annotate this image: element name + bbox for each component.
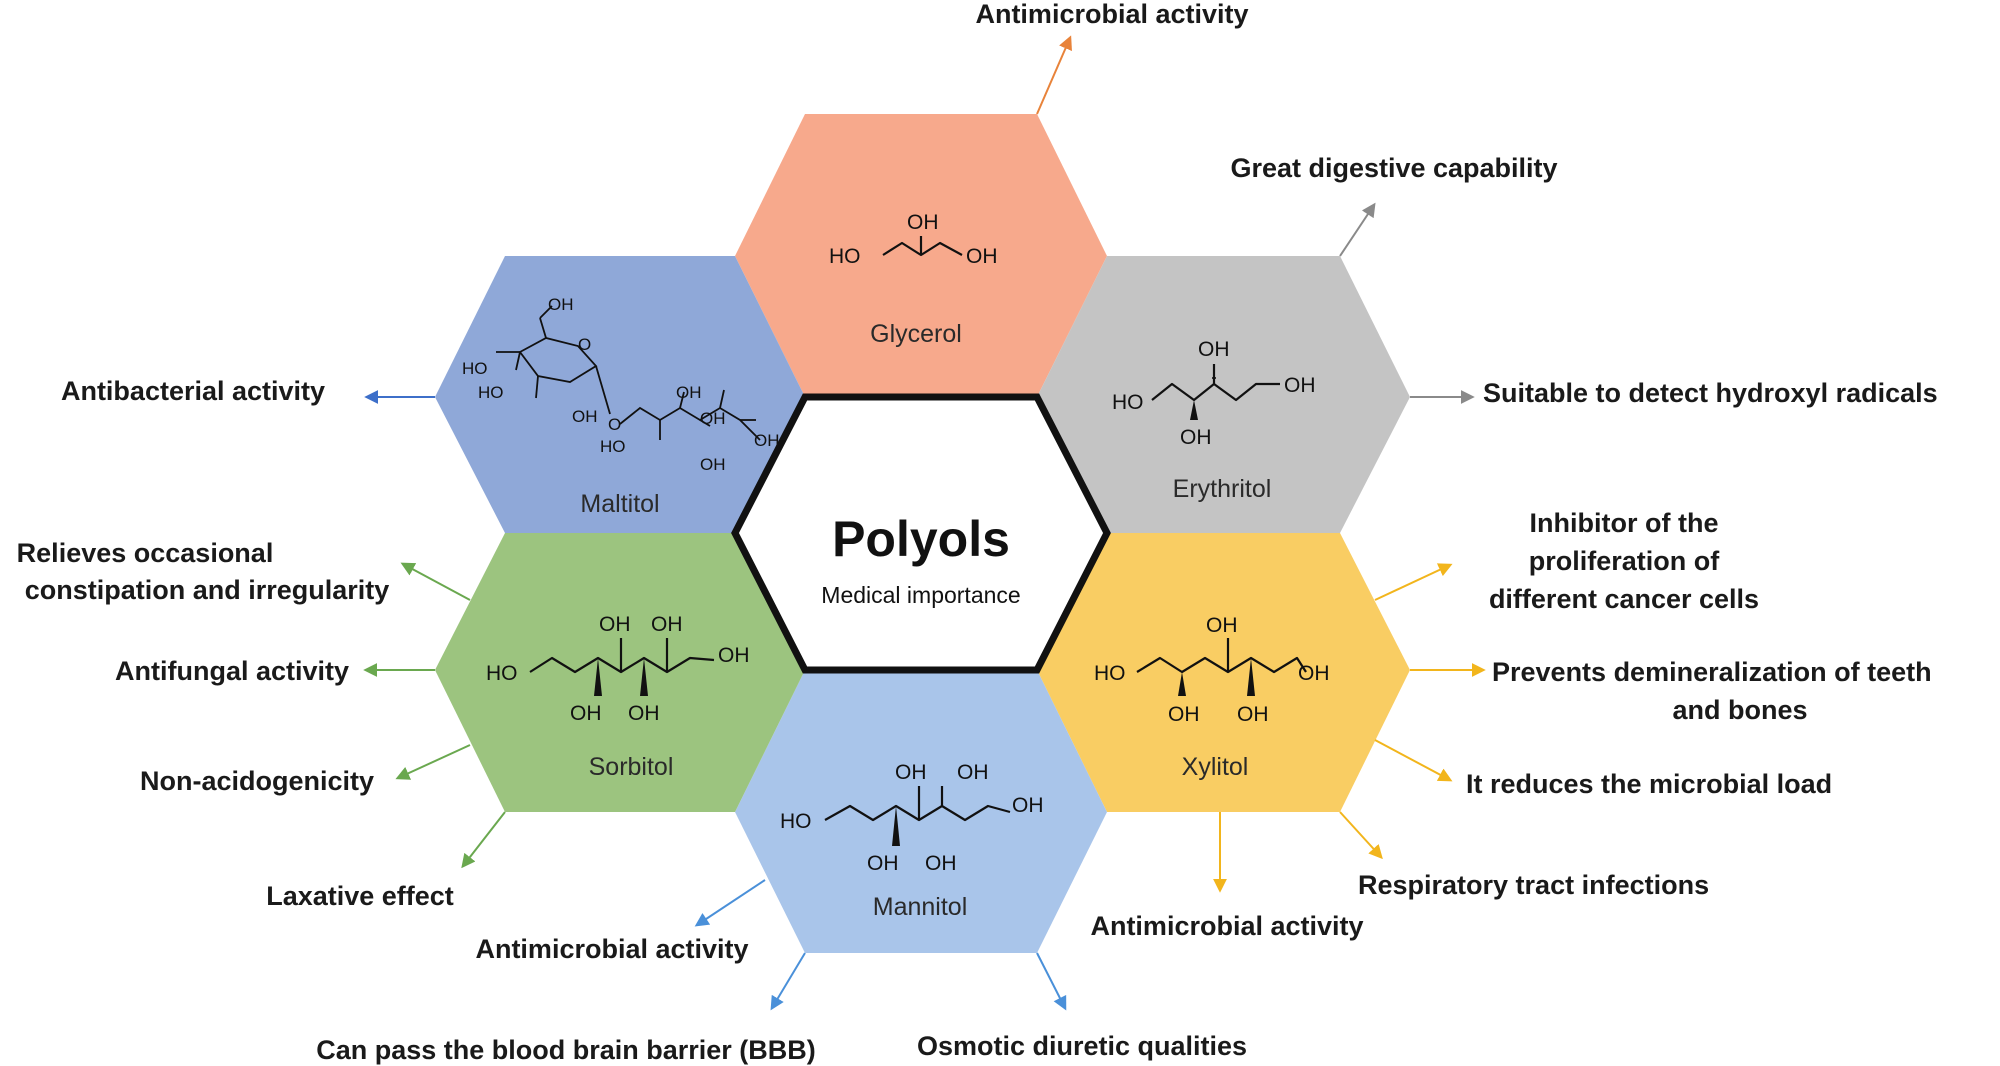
arrow-sorbitol-1 [400, 562, 471, 601]
svg-text:OH: OH [599, 613, 631, 636]
hexagon-name-glycerol: Glycerol [870, 320, 962, 348]
hexagon-center [731, 393, 1111, 674]
svg-text:OH: OH [570, 702, 602, 725]
label-xylitol-1a: Inhibitor of the [1530, 508, 1719, 538]
svg-text:OH: OH [700, 455, 726, 474]
svg-text:OH: OH [754, 431, 780, 450]
label-sorbitol-3: Non-acidogenicity [140, 766, 374, 796]
svg-text:OH: OH [700, 409, 726, 428]
labels: Antimicrobial activity Great digestive c… [17, 0, 1938, 1065]
structure-erythritol: HO OH OH OH [1112, 338, 1316, 449]
structure-maltitol: OH HO HO OH O O OH OH OH HO OH [462, 295, 780, 474]
arrow-erythritol-1 [1339, 202, 1376, 257]
hexagon-name-sorbitol: Sorbitol [589, 753, 674, 781]
label-xylitol-1c: different cancer cells [1489, 584, 1759, 614]
svg-text:O: O [608, 415, 621, 434]
arrow-xylitol-4 [1339, 811, 1383, 860]
svg-text:OH: OH [651, 613, 683, 636]
label-mannitol-2: Can pass the blood brain barrier (BBB) [316, 1035, 816, 1065]
hexagon-name-maltitol: Maltitol [580, 490, 659, 518]
structure-xylitol: HO OH OH OH OH [1094, 614, 1330, 726]
svg-text:OH: OH [1206, 614, 1238, 637]
arrow-glycerol-1 [1036, 35, 1072, 115]
hexagon-erythritol [1037, 256, 1410, 533]
svg-text:OH: OH [907, 211, 939, 234]
svg-text:O: O [578, 335, 591, 354]
label-erythritol-1: Great digestive capability [1230, 153, 1557, 183]
center-title: Polyols [832, 511, 1010, 567]
hexagon-mannitol [735, 670, 1107, 953]
structure-sorbitol: HO OH OH OH OH OH [486, 613, 750, 725]
svg-text:OH: OH [895, 761, 927, 784]
arrow-mannitol-1 [694, 879, 766, 927]
arrow-sorbitol-4 [461, 811, 506, 869]
svg-text:HO: HO [478, 383, 504, 402]
svg-text:HO: HO [780, 810, 812, 833]
label-xylitol-1b: proliferation of [1529, 546, 1720, 576]
svg-text:OH: OH [628, 702, 660, 725]
svg-text:HO: HO [486, 662, 518, 685]
svg-text:OH: OH [676, 383, 702, 402]
svg-text:OH: OH [548, 295, 574, 314]
svg-text:OH: OH [925, 852, 957, 875]
arrow-mannitol-2 [770, 952, 806, 1011]
svg-text:OH: OH [1284, 374, 1316, 397]
label-sorbitol-1b: constipation and irregularity [25, 575, 390, 605]
arrow-mannitol-3 [1036, 952, 1067, 1011]
svg-text:HO: HO [829, 245, 861, 268]
svg-text:OH: OH [1237, 703, 1269, 726]
svg-text:OH: OH [572, 407, 598, 426]
svg-text:OH: OH [1180, 426, 1212, 449]
svg-text:OH: OH [867, 852, 899, 875]
arrow-xylitol-3 [1374, 739, 1453, 782]
hexagon-xylitol [1037, 533, 1410, 812]
label-mannitol-3: Osmotic diuretic qualities [917, 1031, 1247, 1061]
label-sorbitol-2: Antifungal activity [115, 656, 349, 686]
label-sorbitol-4: Laxative effect [266, 881, 454, 911]
hexagon-name-erythritol: Erythritol [1173, 475, 1272, 503]
svg-text:OH: OH [1012, 794, 1044, 817]
svg-text:HO: HO [600, 437, 626, 456]
label-xylitol-3: It reduces the microbial load [1466, 769, 1832, 799]
svg-text:OH: OH [1298, 662, 1330, 685]
label-xylitol-2b: and bones [1672, 695, 1807, 725]
label-sorbitol-1a: Relieves occasional [17, 538, 274, 568]
hexagon-name-xylitol: Xylitol [1182, 753, 1249, 781]
structure-glycerol: HO OH OH [829, 211, 998, 268]
svg-text:OH: OH [1168, 703, 1200, 726]
arrows [363, 35, 1486, 1011]
structure-mannitol: HO OH OH OH OH OH [780, 761, 1044, 875]
label-glycerol-1: Antimicrobial activity [975, 0, 1248, 29]
svg-text:HO: HO [1112, 391, 1144, 414]
svg-text:HO: HO [1094, 662, 1126, 685]
arrow-sorbitol-3 [395, 744, 471, 780]
hexagon-name-mannitol: Mannitol [873, 893, 968, 921]
label-xylitol-2a: Prevents demineralization of teeth [1492, 657, 1932, 687]
hexagon-maltitol [435, 256, 805, 533]
center-subtitle: Medical importance [821, 582, 1020, 608]
arrow-xylitol-1 [1374, 563, 1453, 601]
label-xylitol-4: Respiratory tract infections [1358, 870, 1709, 900]
label-xylitol-5: Antimicrobial activity [1090, 911, 1363, 941]
svg-text:OH: OH [957, 761, 989, 784]
label-erythritol-2: Suitable to detect hydroxyl radicals [1483, 378, 1938, 408]
svg-text:OH: OH [1198, 338, 1230, 361]
label-maltitol-1: Antibacterial activity [61, 376, 325, 406]
svg-text:HO: HO [462, 359, 488, 378]
label-mannitol-1: Antimicrobial activity [475, 934, 748, 964]
svg-text:OH: OH [966, 245, 998, 268]
svg-text:OH: OH [718, 644, 750, 667]
